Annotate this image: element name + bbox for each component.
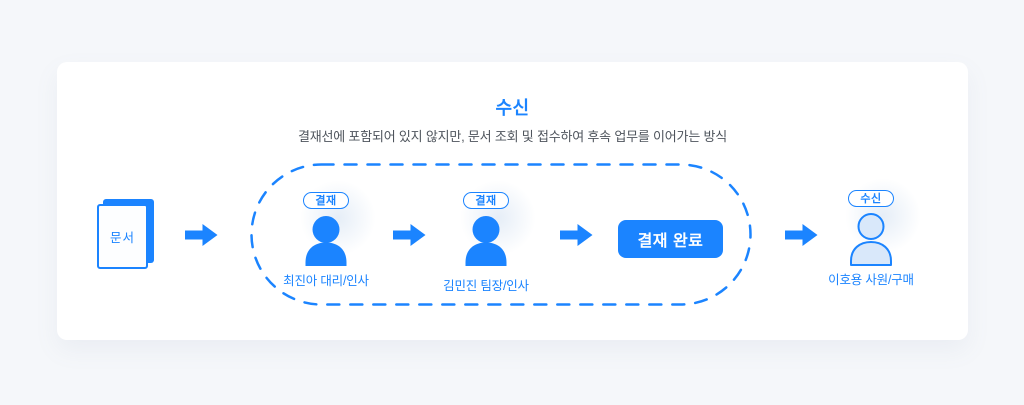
arrow-right-icon [560,224,593,246]
arrow-right-icon [785,224,818,246]
arrow-right-icon [185,224,218,246]
person-icon [305,216,347,266]
receiver-node: 수신 이호용 사원/구매 [801,190,941,288]
receiver-person-icon [850,213,892,266]
receiver-name: 이호용 사원/구매 [828,273,914,287]
person-icon [465,216,507,266]
receive-badge: 수신 [848,190,894,207]
document-label: 문서 [109,231,135,245]
approver-node-2: 결재 김민진 팀장/인사 [416,192,556,294]
approver-name: 최진아 대리/인사 [283,274,369,288]
arrow-right-icon [393,224,426,246]
document-icon: 문서 [97,199,154,269]
page-title: 수신 [495,98,530,118]
page-subtitle: 결재선에 포함되어 있지 않지만, 문서 조회 및 접수하여 후속 업무를 이어… [297,129,728,144]
approval-badge: 결재 [303,192,349,209]
approval-badge: 결재 [463,192,509,209]
approval-group-boundary [250,163,752,306]
workflow-card: 수신 결재선에 포함되어 있지 않지만, 문서 조회 및 접수하여 후속 업무를… [57,62,968,340]
approver-name: 김민진 팀장/인사 [443,279,529,293]
approval-complete-button[interactable]: 결재 완료 [618,220,723,258]
document-front-page: 문서 [97,204,148,269]
approver-node-1: 결재 최진아 대리/인사 [256,192,396,289]
